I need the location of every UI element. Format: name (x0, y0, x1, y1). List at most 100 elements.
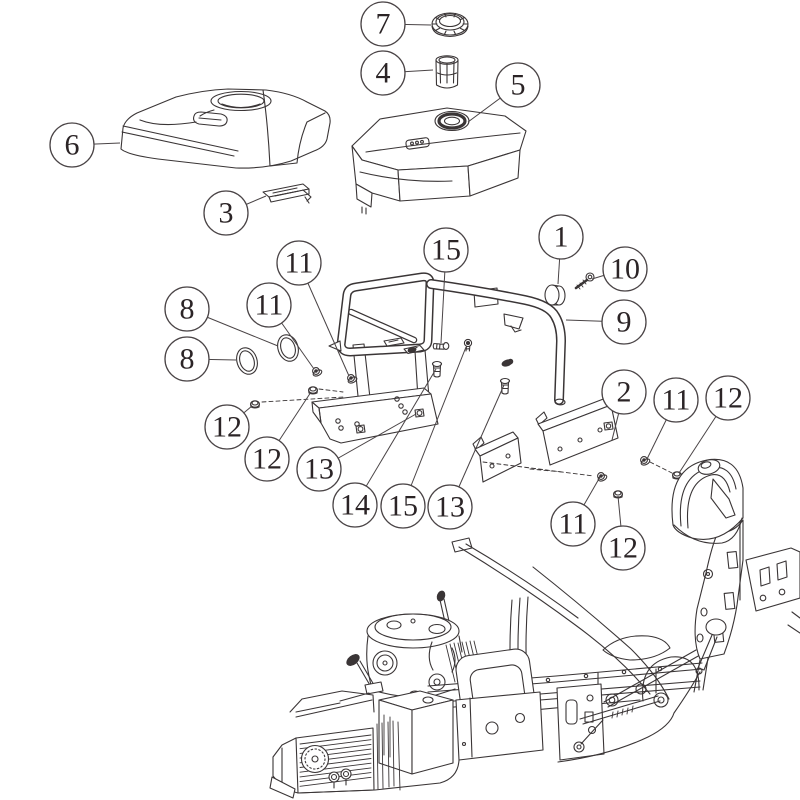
callout-number: 8 (180, 343, 195, 376)
callout-balloon (164, 286, 210, 332)
callout-balloon (601, 299, 647, 345)
frame-drawing (328, 272, 566, 428)
callout-number: 5 (511, 69, 526, 102)
callout-12-nut: 12 (600, 495, 646, 571)
callout-number: 12 (608, 532, 638, 565)
callout-balloon (653, 377, 699, 423)
dashed-guides (261, 388, 673, 477)
callout-6-hood: 6 (49, 122, 121, 168)
leader-line (402, 346, 467, 507)
callout-11-bolt: 11 (646, 377, 699, 460)
callout-balloon (164, 336, 210, 382)
callout-balloon (246, 282, 292, 328)
fuel-gauge-detail (405, 137, 430, 150)
hardware-drawing (250, 338, 682, 499)
callout-balloon (380, 483, 426, 529)
steering-wheel-drawing (671, 458, 744, 544)
callout-11-bolt: 11 (276, 240, 350, 377)
callout-balloon (423, 227, 469, 273)
callout-balloon (600, 525, 646, 571)
callout-number: 11 (559, 508, 588, 541)
callout-balloon (495, 62, 541, 108)
bolt-15-icon (499, 377, 511, 395)
callout-14-bolt: 14 (332, 368, 437, 528)
battery-box-drawing (378, 690, 454, 775)
bolt-14-icon (431, 360, 443, 378)
callout-balloon (538, 214, 584, 260)
callout-balloon (601, 369, 647, 415)
side-panel-drawing (556, 671, 701, 763)
callout-balloon (705, 375, 751, 421)
nut-12-icon (250, 400, 260, 409)
callout-number: 8 (180, 293, 195, 326)
callout-number: 11 (285, 247, 314, 280)
fuel-tank-drawing (351, 107, 527, 215)
bolt-11-icon (312, 367, 323, 377)
callout-balloon (203, 190, 249, 236)
fuel-cap-drawing (431, 12, 469, 38)
callout-balloon (204, 404, 250, 450)
callout-number: 12 (212, 411, 242, 444)
fuel-strainer-drawing (435, 55, 459, 89)
callout-balloon (360, 1, 406, 47)
callout-4-fuel-strainer: 4 (360, 50, 434, 96)
callout-number: 9 (617, 306, 632, 339)
callout-9-frame: 9 (565, 299, 647, 345)
bolt-11-icon (640, 456, 651, 466)
seat-support-drawing (745, 547, 800, 634)
callout-balloon (244, 436, 290, 482)
callout-balloon (602, 246, 648, 292)
mount-brackets-drawing (472, 397, 619, 483)
console-drawing (694, 519, 744, 660)
callout-number: 12 (252, 443, 282, 476)
callout-number: 15 (388, 490, 418, 523)
clamp-rings-drawing (236, 334, 299, 375)
callout-number: 10 (610, 253, 640, 286)
callout-balloon (360, 50, 406, 96)
callout-balloon (49, 122, 95, 168)
callout-15-screw: 15 (380, 346, 467, 529)
callout-10-screw: 10 (591, 246, 648, 292)
callout-number: 12 (713, 382, 743, 415)
callout-number: 13 (304, 453, 334, 486)
screw-15-icon (432, 342, 450, 350)
fender-arm-drawing (451, 537, 700, 702)
callout-number: 7 (376, 8, 391, 41)
bolt-11-icon (347, 374, 358, 384)
callout-12-nut: 12 (204, 404, 253, 450)
callout-number: 1 (554, 221, 569, 254)
leader-line (354, 368, 437, 506)
control-lever-drawing (339, 654, 384, 702)
callout-number: 6 (65, 129, 80, 162)
callout-balloon (332, 482, 378, 528)
support-strip-drawing (262, 183, 312, 204)
shift-knob-drawing (695, 618, 727, 675)
callout-12-nut: 12 (244, 391, 312, 482)
callout-number: 11 (255, 289, 284, 322)
callout-8-clamp-ring: 8 (164, 336, 237, 382)
plug-drawing (544, 284, 566, 306)
callout-balloon (296, 446, 342, 492)
screw-10-drawing (574, 272, 595, 290)
callout-11-bolt: 11 (550, 476, 601, 547)
callout-number: 11 (662, 384, 691, 417)
callout-number: 3 (219, 197, 234, 230)
callout-15-screw: 15 (423, 227, 469, 344)
callout-13-washer-nut: 13 (296, 413, 417, 492)
callout-11-bolt: 11 (246, 282, 315, 370)
bolt-11-icon (597, 472, 608, 482)
callout-balloon (550, 501, 596, 547)
left-rail-drawing (311, 387, 439, 444)
front-grille-drawing (269, 690, 460, 799)
callout-number: 4 (376, 57, 391, 90)
mid-plate-drawing (455, 691, 544, 761)
callout-1-plug: 1 (538, 214, 584, 285)
nut-12-icon (308, 386, 318, 395)
callout-7-fuel-cap: 7 (360, 1, 432, 47)
callout-13-washer-nut: 13 (427, 384, 505, 530)
callout-8-clamp-ring: 8 (164, 286, 279, 347)
callout-number: 13 (435, 491, 465, 524)
diagram-line-art (120, 12, 800, 799)
